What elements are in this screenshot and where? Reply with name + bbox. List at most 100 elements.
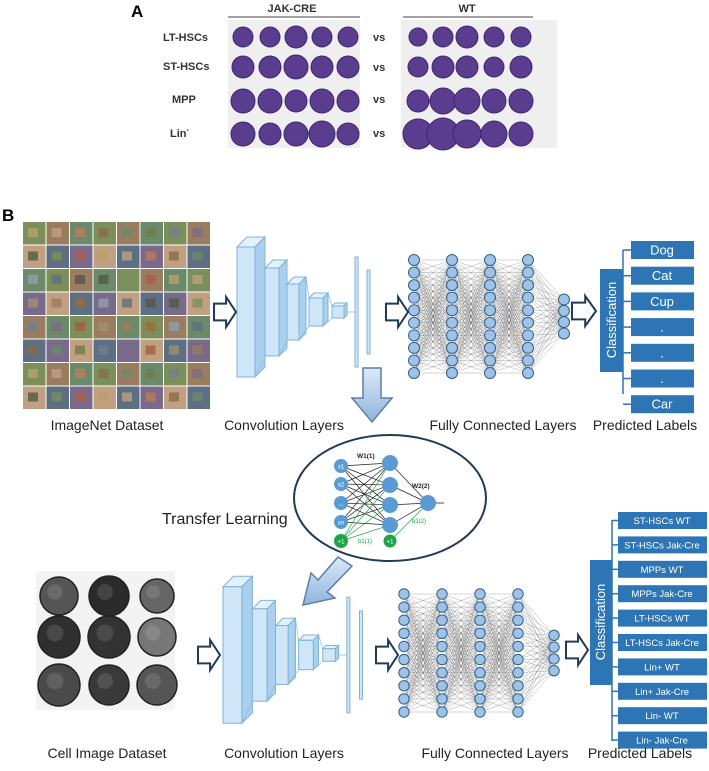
label-text: Car bbox=[652, 397, 674, 412]
thumbnail-detail bbox=[75, 392, 85, 402]
fc-node bbox=[474, 627, 486, 640]
fc-edge bbox=[527, 259, 565, 311]
fc-edge bbox=[517, 670, 555, 700]
label-box bbox=[631, 369, 694, 388]
row-label-st-hscs: ST-HSCs bbox=[163, 61, 209, 73]
thumbnail-detail bbox=[192, 275, 203, 284]
cell-highlight bbox=[96, 624, 114, 642]
cell-highlight bbox=[145, 625, 161, 641]
classification-text-bottom: Classification bbox=[593, 584, 608, 661]
thumbnail-detail bbox=[75, 322, 85, 331]
fc-edge bbox=[479, 593, 519, 647]
conv-block-front bbox=[298, 639, 314, 671]
thumbnail-detail bbox=[192, 392, 203, 402]
fc-edge bbox=[413, 310, 453, 374]
fc-node bbox=[522, 291, 534, 304]
fc-edge bbox=[517, 646, 555, 660]
label-box bbox=[631, 292, 694, 311]
conv-link bbox=[327, 292, 333, 307]
input-node bbox=[334, 496, 348, 510]
conv-block-front bbox=[308, 297, 324, 327]
thumbnail-detail bbox=[28, 369, 38, 378]
colony bbox=[408, 27, 428, 47]
fc-edge bbox=[479, 659, 519, 713]
fc-edge bbox=[527, 310, 565, 374]
colony bbox=[310, 55, 334, 79]
fc-edge bbox=[527, 284, 565, 311]
fc-edge bbox=[441, 659, 481, 713]
fc-connections bbox=[413, 259, 565, 374]
colony bbox=[431, 55, 455, 79]
fc-edge bbox=[517, 607, 555, 659]
fc-edge bbox=[451, 259, 491, 374]
thumbnail-detail bbox=[122, 369, 132, 378]
fc-edge bbox=[489, 259, 529, 323]
conv-block-side bbox=[287, 617, 296, 686]
inset-edge bbox=[389, 462, 429, 504]
transfer-learning-label: Transfer Learning bbox=[162, 511, 288, 528]
output-node bbox=[548, 629, 560, 641]
thumbnail-detail bbox=[192, 369, 203, 378]
fc-node bbox=[446, 254, 458, 266]
thumbnail-detail bbox=[122, 392, 132, 402]
fc-edge bbox=[413, 272, 453, 374]
flatten-bar bbox=[359, 610, 363, 700]
fc-edge bbox=[479, 593, 519, 634]
label-text: MPPs WT bbox=[641, 565, 684, 576]
thumbnail-detail bbox=[122, 251, 132, 261]
inset-edge bbox=[340, 521, 391, 526]
fc-edge bbox=[489, 360, 529, 374]
fc-edge bbox=[489, 259, 529, 348]
fc-node bbox=[398, 601, 410, 613]
fc-edge bbox=[451, 259, 491, 286]
fc-edge bbox=[527, 310, 565, 336]
output-node bbox=[558, 327, 570, 340]
fc-edge bbox=[479, 593, 519, 608]
flow-arrow bbox=[213, 293, 238, 331]
fc-edge bbox=[517, 593, 555, 659]
label-text: MPPs Jak-Cre bbox=[631, 589, 692, 600]
fc-edge bbox=[489, 259, 529, 311]
fc-node bbox=[446, 266, 458, 279]
fc-edge bbox=[527, 322, 565, 374]
fc-edge bbox=[527, 310, 565, 312]
fc-edge bbox=[517, 633, 555, 648]
fc-node bbox=[408, 254, 420, 266]
conv-block-front bbox=[222, 586, 243, 724]
fc-edge bbox=[403, 593, 443, 634]
conv-stack-top bbox=[235, 235, 371, 379]
caption-conv-top: Convolution Layers bbox=[224, 417, 344, 433]
conv-block-side bbox=[241, 575, 253, 725]
fc-edge bbox=[527, 297, 565, 312]
flow-arrow bbox=[385, 293, 410, 331]
thumbnail-detail bbox=[145, 345, 156, 355]
fc-edge bbox=[403, 593, 443, 686]
fc-node bbox=[436, 601, 448, 613]
fc-edge bbox=[527, 299, 565, 348]
fc-edge bbox=[451, 259, 491, 273]
panel-a-col-left: JAK-CRE bbox=[268, 3, 317, 15]
fc-edge bbox=[441, 593, 481, 621]
cell-colony bbox=[87, 615, 131, 659]
fc-node bbox=[436, 614, 448, 626]
conv-link bbox=[287, 669, 299, 685]
fc-edge bbox=[517, 646, 555, 686]
fc-edge bbox=[413, 259, 453, 323]
fc-edge bbox=[527, 333, 565, 374]
conv-block-side bbox=[298, 275, 307, 342]
fc-node bbox=[512, 653, 524, 666]
fc-edge bbox=[479, 593, 519, 673]
fc-node bbox=[446, 304, 458, 317]
fc-edge bbox=[489, 310, 529, 374]
label-text: Cup bbox=[650, 294, 674, 309]
inset-bias-edge bbox=[340, 462, 391, 542]
fc-node bbox=[408, 354, 420, 367]
flow-arrow bbox=[197, 636, 222, 674]
fc-node bbox=[474, 640, 486, 653]
thumbnail-detail bbox=[169, 322, 179, 331]
thumbnail-detail bbox=[75, 298, 85, 308]
fc-node bbox=[512, 666, 524, 679]
caption-pred-bottom: Predicted Labels bbox=[588, 745, 692, 761]
